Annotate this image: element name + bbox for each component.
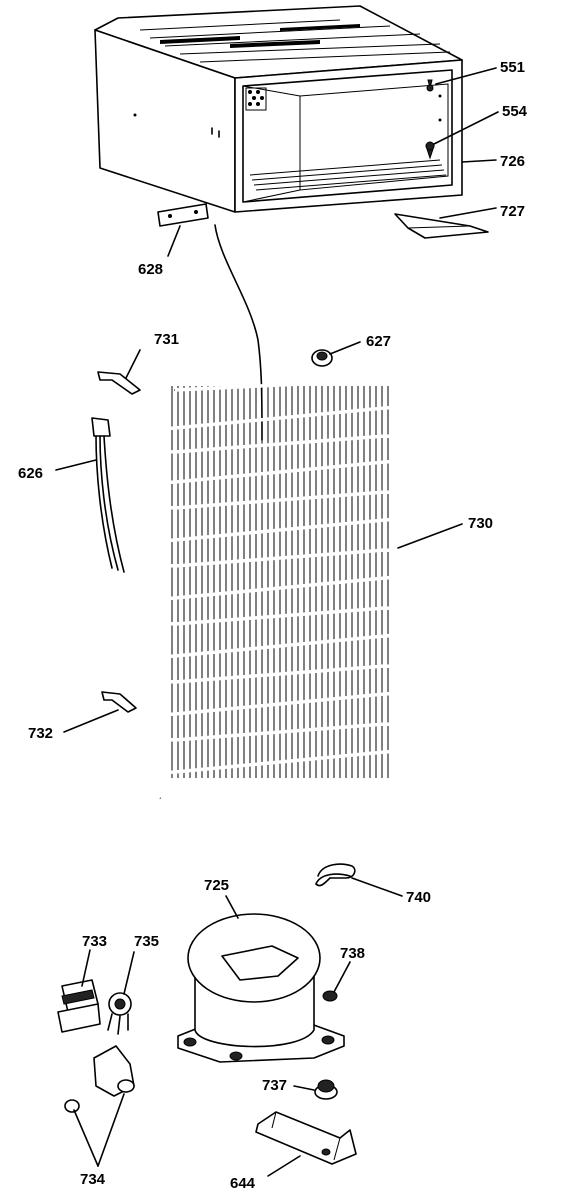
compressor-725 xyxy=(177,913,345,1063)
label-626: 626 xyxy=(18,465,43,482)
bracket-644 xyxy=(255,1111,357,1165)
label-740: 740 xyxy=(406,889,431,906)
label-727: 727 xyxy=(500,203,525,220)
cord-626 xyxy=(91,417,125,573)
label-551: 551 xyxy=(500,59,525,76)
overload-735 xyxy=(107,992,132,1035)
label-627: 627 xyxy=(366,333,391,350)
label-554: 554 xyxy=(502,103,528,120)
label-731: 731 xyxy=(154,331,179,348)
label-737: 737 xyxy=(262,1077,287,1094)
label-735: 735 xyxy=(134,933,159,950)
clip-732 xyxy=(101,691,137,713)
grommet-738 xyxy=(322,990,338,1002)
label-734: 734 xyxy=(80,1171,106,1188)
label-730: 730 xyxy=(468,515,493,532)
label-738: 738 xyxy=(340,945,365,962)
grommet-627 xyxy=(311,349,333,367)
label-726: 726 xyxy=(500,153,525,170)
leader-lines xyxy=(55,67,499,1177)
label-644: 644 xyxy=(230,1175,256,1192)
label-725: 725 xyxy=(204,877,229,894)
cover-734 xyxy=(64,1045,135,1113)
screw-551 xyxy=(426,79,434,92)
condenser-coil-730 xyxy=(153,378,402,800)
bracket-628 xyxy=(157,203,209,227)
bracket-727 xyxy=(394,213,489,239)
label-733: 733 xyxy=(82,933,107,950)
screw-554 xyxy=(425,141,435,160)
label-628: 628 xyxy=(138,261,163,278)
grommet-737 xyxy=(314,1079,338,1100)
spring-clip-740 xyxy=(315,863,356,887)
label-732: 732 xyxy=(28,725,53,742)
clip-731 xyxy=(97,371,141,395)
cabinet-box-726 xyxy=(94,5,463,213)
relay-733 xyxy=(57,979,101,1033)
